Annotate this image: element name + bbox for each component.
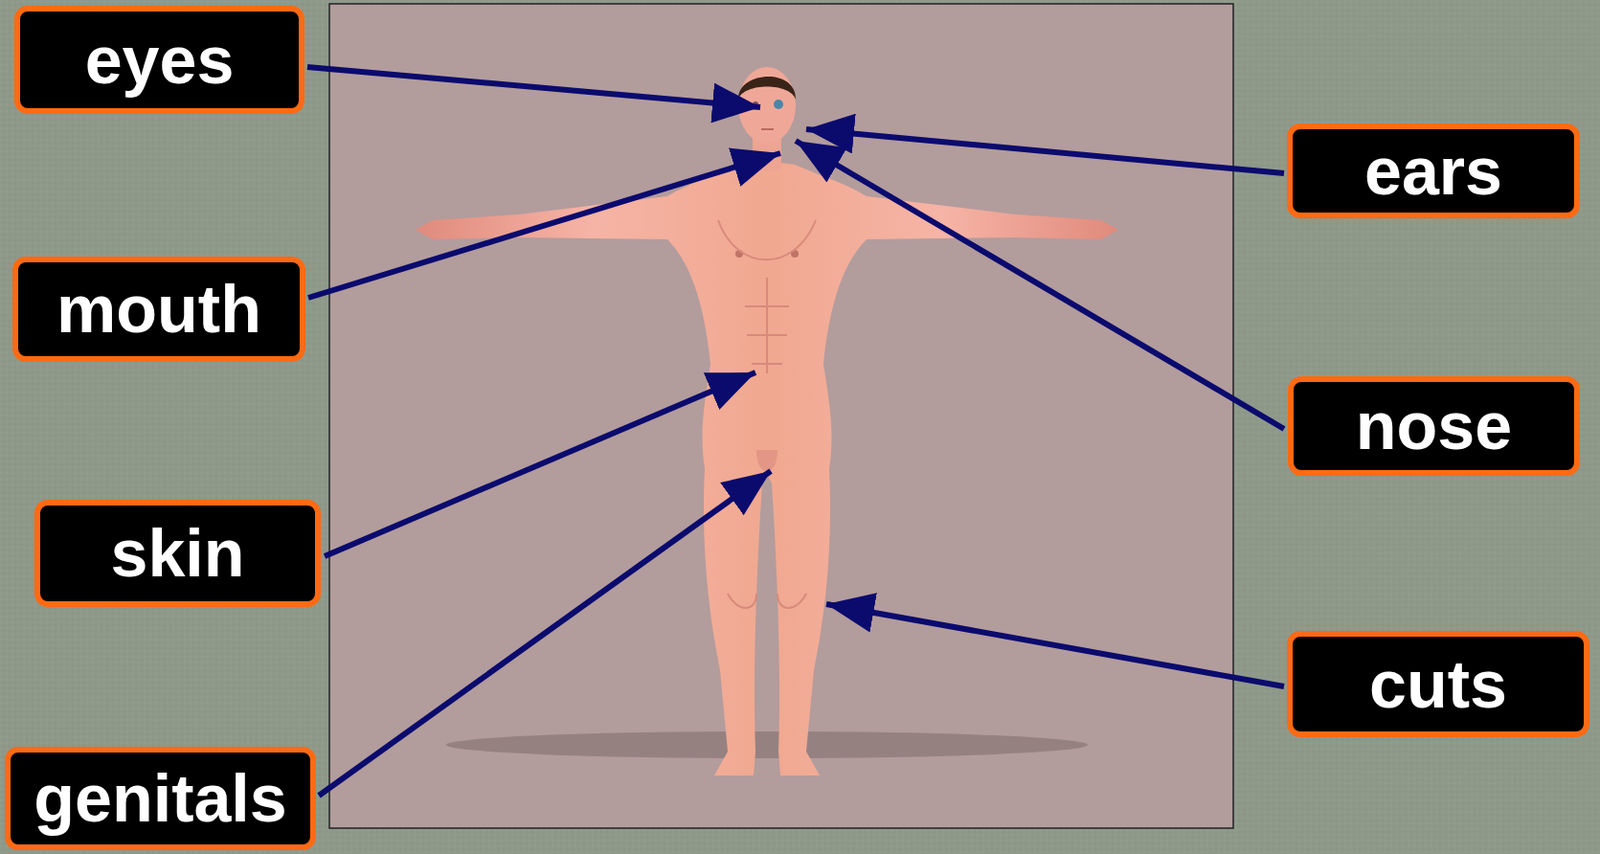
human-figure xyxy=(415,67,1119,776)
label-text: nose xyxy=(1355,392,1512,460)
label-box: genitals xyxy=(4,746,316,851)
label-text: skin xyxy=(110,519,245,587)
label-box: ears xyxy=(1286,123,1580,219)
label-box: mouth xyxy=(12,256,306,362)
label-text: eyes xyxy=(85,26,235,94)
label-box: skin xyxy=(34,499,321,608)
label-box: eyes xyxy=(14,5,305,114)
label-text: ears xyxy=(1364,137,1503,205)
leader-lines xyxy=(307,67,1285,796)
image-panel xyxy=(329,3,1234,829)
label-text: genitals xyxy=(33,765,288,833)
floor-shadow xyxy=(446,731,1088,759)
label-box: cuts xyxy=(1286,630,1590,738)
label-box: nose xyxy=(1287,376,1580,476)
label-text: cuts xyxy=(1369,651,1508,719)
label-text: mouth xyxy=(56,275,262,343)
